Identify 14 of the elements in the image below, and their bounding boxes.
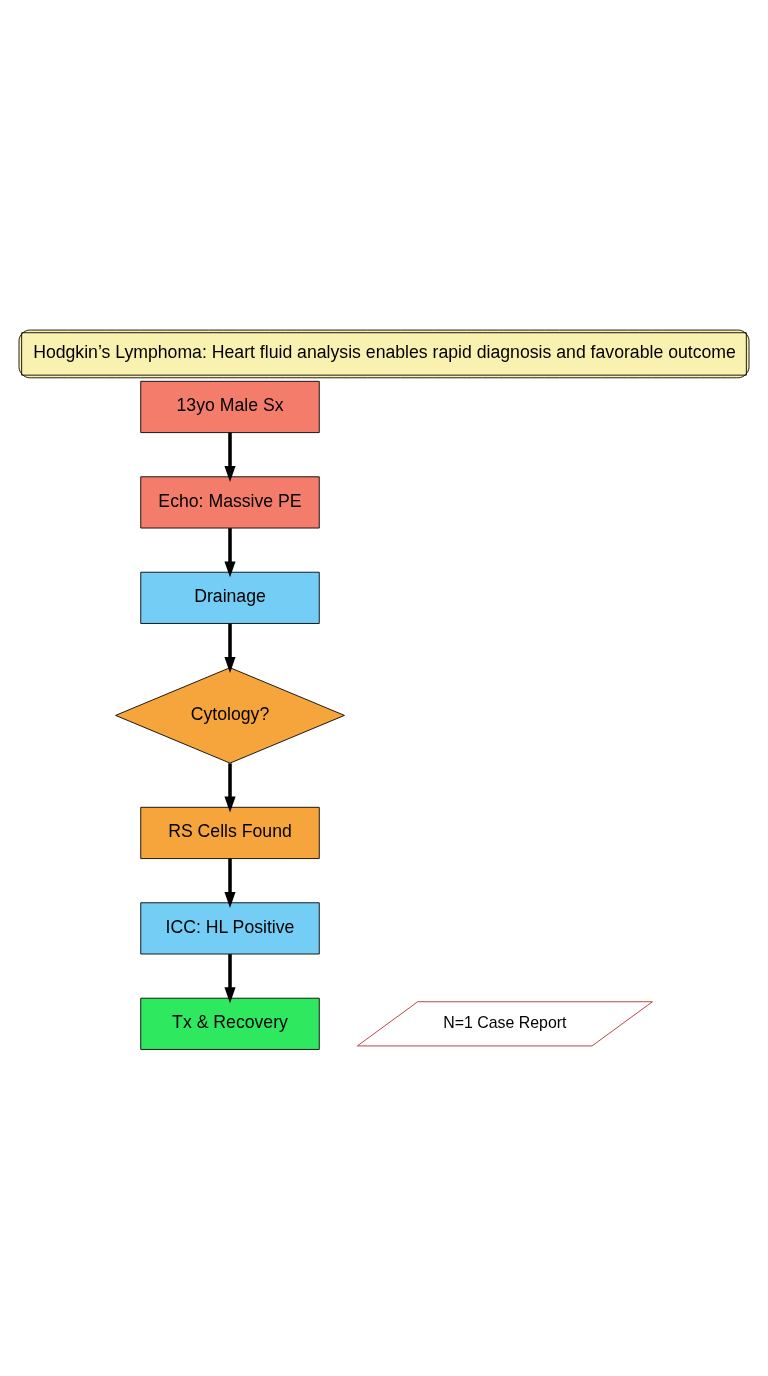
node-box: 13yo Male Sx (140, 380, 320, 434)
node-box: ICC: HL Positive (140, 902, 320, 955)
node-box: Echo: Massive PE (140, 476, 320, 529)
node-box: Tx & Recovery (140, 997, 320, 1050)
node-box: Drainage (140, 571, 320, 624)
diagram-title: Hodgkin’s Lymphoma: Heart fluid analysis enables rapid diagnosis and favorable outcome (33, 342, 736, 363)
arrow (224, 763, 236, 813)
arrow (224, 432, 236, 482)
node-box: RS Cells Found (140, 806, 320, 859)
arrow (224, 528, 236, 578)
arrow (224, 858, 236, 908)
arrow (224, 954, 236, 1004)
node-diamond: Cytology? (115, 667, 345, 764)
arrow (224, 623, 236, 673)
